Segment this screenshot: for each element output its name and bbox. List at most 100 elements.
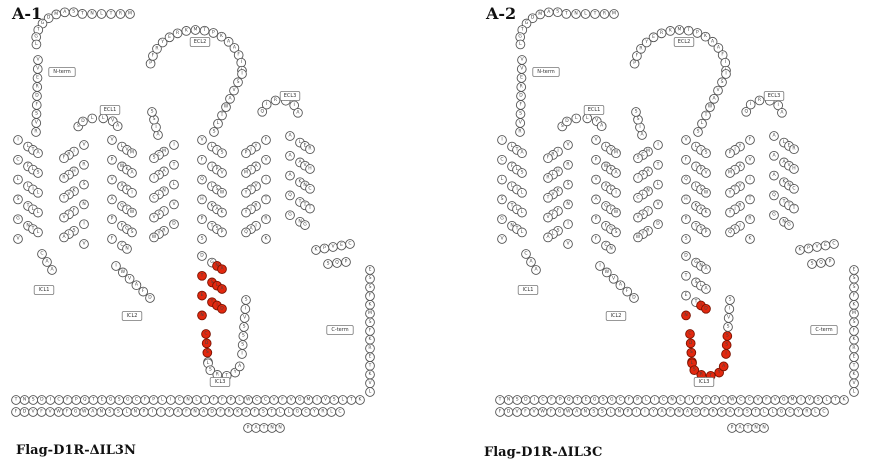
residue-letter: Q [567, 397, 571, 403]
residue-letter: S [369, 275, 372, 281]
region-tag: ICL2 [122, 312, 142, 321]
panel-a2: A-2 MRTLNTSAMDGTGLVVERDFSVRILTACFLSLLILS… [436, 0, 872, 467]
residue-letter: D [47, 15, 51, 21]
residue-letter: F [201, 156, 204, 162]
residue-letter: D [210, 409, 214, 415]
residue-letter: E [369, 267, 372, 273]
residue-letter: S [637, 116, 640, 122]
residue-letter: C [739, 397, 742, 403]
residue-letter: I [778, 102, 779, 108]
residue-letter: S [213, 129, 216, 135]
residue-letter: R [805, 409, 808, 415]
residue-letter: T [269, 409, 273, 415]
residue-letter: N [754, 425, 757, 431]
residue-letter: W [605, 269, 610, 275]
residue-letter: I [173, 142, 174, 148]
region-tag-label: ECL1 [588, 107, 601, 113]
residue-letter: F [369, 328, 372, 334]
residue-letter: N [134, 409, 137, 415]
residue-letter: F [626, 288, 629, 294]
residue-letter: F [213, 397, 216, 403]
h8-segment: KPVECSQP [796, 240, 839, 269]
residue-letter: P [111, 216, 114, 222]
residue-letter: F [550, 409, 553, 415]
residue-letter: D [172, 221, 176, 227]
residue-letter: G [41, 20, 45, 26]
residue-letter: S [592, 409, 595, 415]
residue-letter: N [762, 425, 765, 431]
residue-letter: F [281, 397, 284, 403]
residue-letter: Q [819, 260, 823, 266]
region-tag: ECL3 [764, 92, 784, 101]
residue-letter: P [143, 409, 146, 415]
residue-letter: S [37, 170, 40, 176]
residue-letter: F [669, 409, 672, 415]
residue-letter: D [684, 253, 688, 259]
residue-letter: M [244, 170, 248, 176]
residue-letter: R [852, 345, 855, 351]
residue-letter: F [35, 102, 38, 108]
residue-letter: M [852, 310, 856, 316]
residue-letter: R [603, 11, 606, 17]
residue-letter: Q [288, 192, 292, 198]
residue-letter: S [262, 409, 265, 415]
residue-letter: S [685, 236, 688, 242]
residue-letter: P [685, 216, 688, 222]
residue-letter: I [657, 142, 658, 148]
residue-letter: T [498, 397, 502, 403]
residue-letter: S [602, 397, 605, 403]
residue-letter: I [131, 189, 132, 195]
residue-letter: N [270, 425, 273, 431]
residue-letter: Q [684, 176, 688, 182]
residue-letter: G [126, 397, 130, 403]
residue-letter: P [323, 245, 326, 251]
residue-letter: W [224, 104, 229, 110]
residue-letter: S [245, 297, 248, 303]
residue-letter: S [242, 333, 245, 339]
residue-letter: R [228, 409, 231, 415]
residue-letter: I [241, 71, 242, 77]
residue-letter: I [725, 71, 726, 77]
residue-letter: P [731, 425, 734, 431]
residue-letter: Y [728, 189, 732, 195]
residue-letter: S [853, 275, 856, 281]
residue-letter: F [595, 236, 598, 242]
icl3-segment: DGNATSLAETIDNCDSSLSRTYAISSSVIS [198, 252, 251, 381]
residue-letter: I [50, 397, 51, 403]
snake-plot-a1: MRTLNTSAMDGTGLVVERDFSVRILTACFLSLLILSTLLG… [0, 0, 436, 467]
residue-letter: T [546, 194, 550, 200]
residue-letter: H [684, 196, 687, 202]
residue-letter: D [704, 305, 708, 311]
residue-letter: F [628, 397, 631, 403]
residue-letter: P [152, 397, 155, 403]
residue-letter: I [316, 397, 317, 403]
residue-letter: C [348, 241, 351, 247]
residue-letter: G [782, 397, 786, 403]
residue-letter: W [130, 209, 135, 215]
residue-letter: C [204, 331, 207, 337]
tm6-segment: FYIPVAIMIVTYTRIYRIAQK [726, 136, 755, 244]
residue-letter: F [685, 156, 688, 162]
residue-letter: D [519, 93, 523, 99]
region-tag-label: N-term [53, 69, 71, 75]
residue-letter: D [565, 118, 569, 124]
residue-letter: Y [167, 409, 171, 415]
residue-letter: T [686, 27, 690, 33]
region-tag-label: ICL3 [215, 379, 226, 385]
panel-a1-caption: Flag-D1R-ΔIL3N [16, 443, 136, 458]
residue-letter: R [758, 97, 761, 103]
residue-letter: I [729, 306, 730, 312]
residue-letter: G [518, 34, 522, 40]
residue-letter: N [278, 425, 281, 431]
residue-letter: S [811, 261, 814, 267]
residue-letter: S [241, 342, 244, 348]
residue-letter: N [82, 201, 85, 207]
residue-letter: S [635, 109, 638, 115]
residue-letter: S [83, 181, 86, 187]
residue-letter: P [345, 259, 348, 265]
residue-letter: P [595, 156, 598, 162]
residue-letter: F [853, 328, 856, 334]
region-tag-label: C-term [331, 327, 348, 333]
residue-letter: N [574, 11, 577, 17]
residue-letter: G [16, 216, 20, 222]
